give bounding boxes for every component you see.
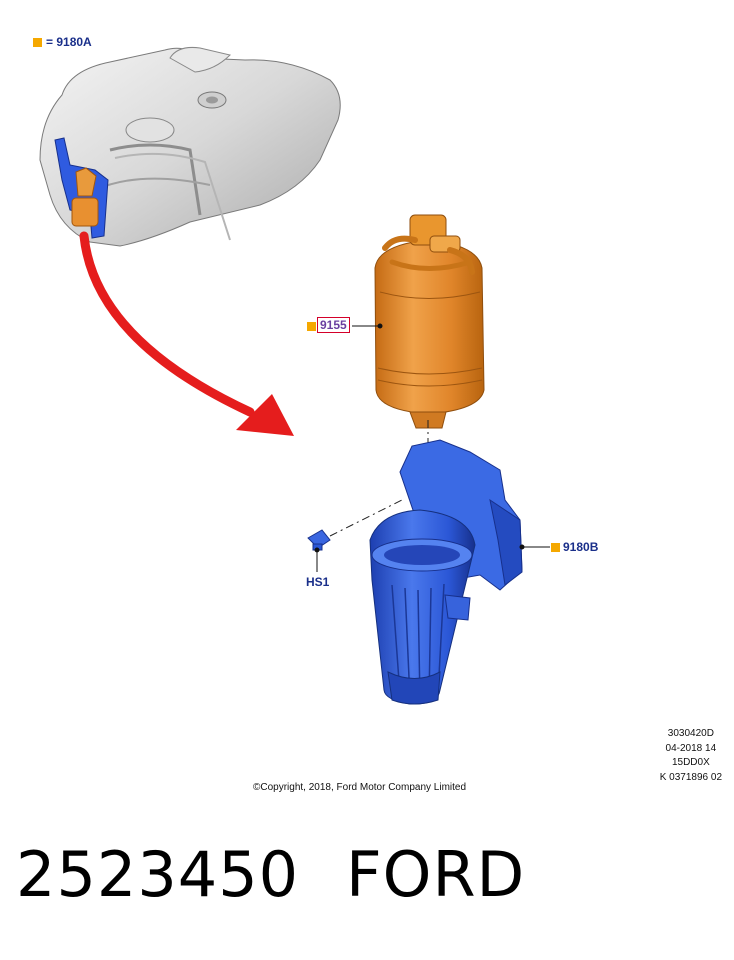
legend-symbol: = <box>46 35 54 49</box>
brand-name: FORD <box>346 838 526 911</box>
filter-callout-swatch <box>307 322 316 331</box>
drawing-info: 3030420D 04-2018 14 15DD0X K 0371896 02 <box>660 727 722 785</box>
housing-callout-swatch <box>551 543 560 552</box>
housing-callout[interactable]: 9180B <box>563 540 599 554</box>
fuel-filter-illustration <box>374 214 485 429</box>
copyright-notice: ©Copyright, 2018, Ford Motor Company Lim… <box>253 782 467 793</box>
drawing-ref: K 0371896 02 <box>659 771 722 783</box>
fuel-tank-illustration <box>39 47 341 247</box>
parts-diagram <box>39 47 550 705</box>
filter-code: 9155 <box>317 317 350 333</box>
drawing-date: 04-2018 14 <box>665 742 717 754</box>
drawing-model: 15DD0X <box>671 757 710 768</box>
part-number: 2523450 <box>16 838 300 911</box>
red-arrow <box>79 231 294 436</box>
legend-label: = 9180A <box>46 35 92 49</box>
screw-illustration <box>307 499 403 551</box>
filter-housing-illustration <box>369 439 523 705</box>
screw-callout[interactable]: HS1 <box>306 575 330 589</box>
leader-lines <box>314 323 550 572</box>
drawing-id: 3030420D <box>667 728 714 739</box>
legend-swatch <box>33 38 42 47</box>
filter-callout[interactable]: 9155 <box>317 317 350 333</box>
legend-code: 9180A <box>56 35 92 49</box>
